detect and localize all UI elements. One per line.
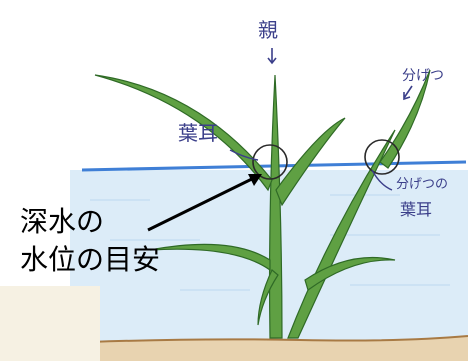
- callout-arrow-line: [147, 174, 259, 232]
- parent-left-leaf: [94, 74, 273, 192]
- callout-arrowhead: [248, 174, 262, 186]
- bungetsu-youji-label-line1: 分げつの: [396, 177, 448, 192]
- callout-line-1: 深水の: [20, 205, 105, 238]
- soil: [90, 336, 468, 361]
- corner-panel: [0, 286, 100, 361]
- bungetsu-youji-label-line2: 葉耳: [400, 200, 432, 219]
- parent-right-upper-leaf: [275, 117, 346, 207]
- parent-main-leaf: [268, 74, 283, 339]
- parent-lower-stem-leaf: [257, 269, 279, 326]
- callout-line-2: 水位の目安: [20, 243, 161, 276]
- water-hatching: [90, 194, 450, 291]
- tiller-arrow: [403, 85, 413, 101]
- tiller-leaf-collar-circle: [364, 139, 400, 175]
- parent-leaf-collar-circle: [252, 144, 288, 180]
- parent-arrow: [267, 48, 277, 65]
- soil-line: [89, 335, 468, 343]
- tiller-upper-leaf: [379, 69, 431, 169]
- collar-arrow: [229, 149, 259, 161]
- bungetsu-label: 分げつ: [402, 68, 444, 84]
- parent-plant: [94, 74, 346, 339]
- oya-label: 親: [258, 18, 278, 42]
- parent-left-lower-leaf: [149, 243, 271, 272]
- youji-label: 葉耳: [178, 121, 218, 145]
- tiller-lower-leaf: [304, 256, 396, 291]
- tiller-collar-arrow: [371, 169, 393, 191]
